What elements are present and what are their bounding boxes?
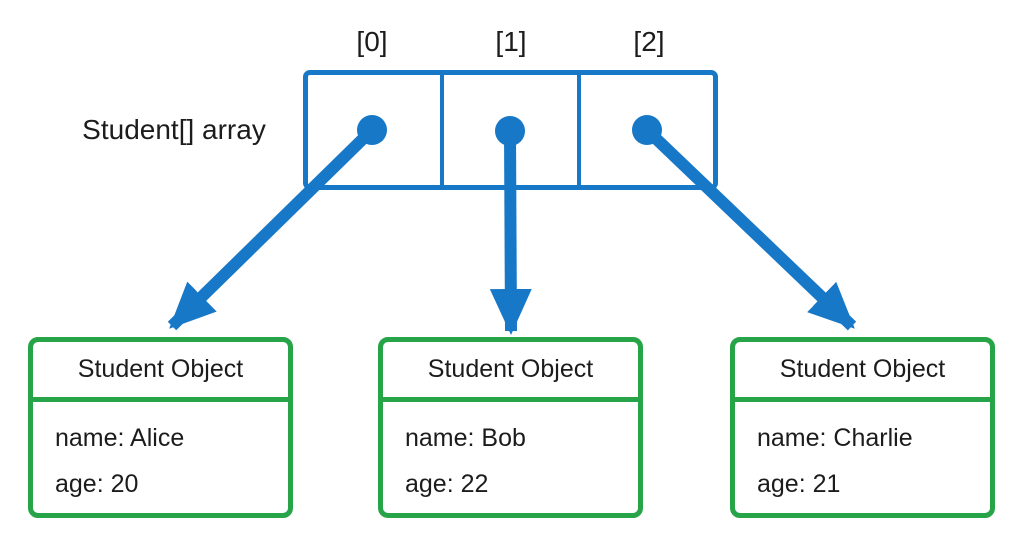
student-object-title: Student Object (735, 342, 990, 402)
student-object-fields: name: Bob age: 22 (383, 402, 638, 507)
student-object-box-2: Student Object name: Charlie age: 21 (730, 337, 995, 518)
student-object-fields: name: Charlie age: 21 (735, 402, 990, 507)
array-cell-1 (440, 75, 576, 185)
array-label: Student[] array (82, 114, 266, 145)
student-object-title: Student Object (33, 342, 288, 402)
student-object-box-0: Student Object name: Alice age: 20 (28, 337, 293, 518)
field-age: age: 20 (55, 470, 139, 498)
index-label-1: [1] (495, 26, 527, 57)
student-object-title: Student Object (383, 342, 638, 402)
student-object-box-1: Student Object name: Bob age: 22 (378, 337, 643, 518)
student-object-fields: name: Alice age: 20 (33, 402, 288, 507)
array-box (303, 70, 718, 190)
field-age: age: 22 (405, 470, 489, 498)
array-cell-0 (308, 75, 440, 185)
field-name: name: Charlie (757, 424, 913, 452)
field-age: age: 21 (757, 470, 841, 498)
field-name: name: Alice (55, 424, 185, 452)
index-label-0: [0] (356, 26, 388, 57)
index-label-2: [2] (633, 26, 665, 57)
array-cell-2 (576, 75, 713, 185)
field-name: name: Bob (405, 424, 526, 452)
